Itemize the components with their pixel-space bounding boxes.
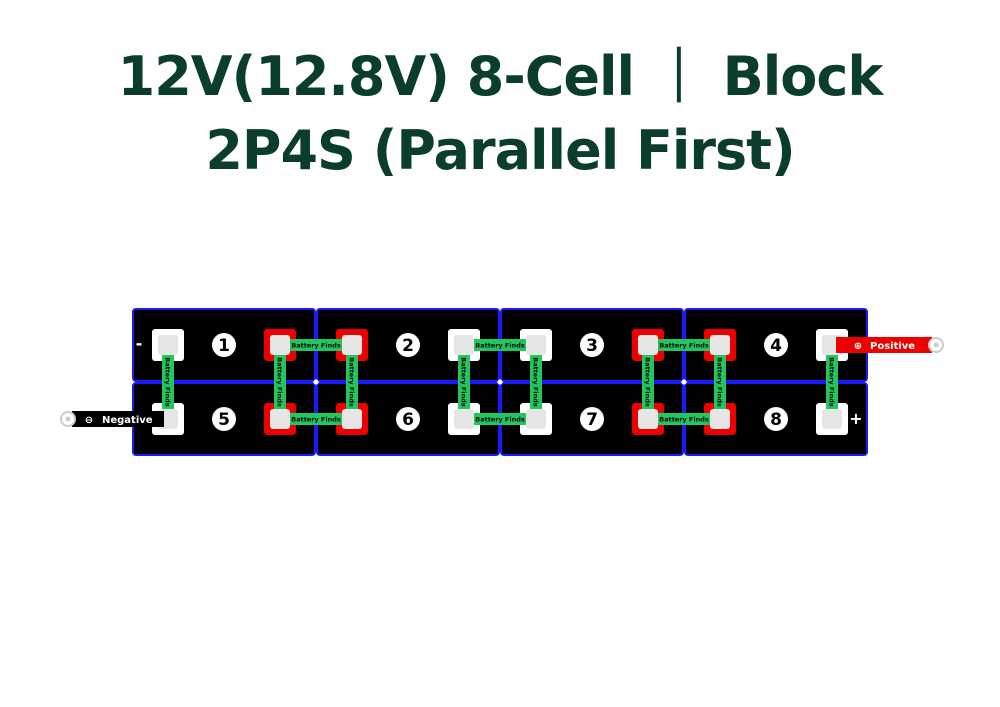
busbar: Battery Finds (658, 339, 710, 351)
cell-number-badge (764, 333, 788, 357)
busbar-strip (642, 355, 654, 409)
battery-cell-8: 8 (684, 382, 868, 456)
cell-number: 4 (770, 336, 782, 356)
busbar-strip (530, 355, 542, 409)
positive-label: Positive (870, 341, 915, 352)
battery-cell-6: 6 (316, 382, 500, 456)
battery-cell-2: 2 (316, 308, 500, 382)
minus-mark: - (136, 334, 143, 353)
terminal-stud (454, 409, 474, 429)
negative-label: Negative (102, 415, 153, 426)
busbar: Battery Finds (658, 413, 710, 425)
cell-number-badge (212, 333, 236, 357)
busbar: Battery Finds (714, 355, 726, 409)
cell-number-badge (212, 407, 236, 431)
lead-cable (836, 337, 932, 353)
cell-number: 1 (218, 336, 230, 356)
plus-mark: + (849, 409, 862, 428)
busbar-label: Battery Finds (716, 357, 724, 407)
joint-marker (681, 379, 687, 385)
cell-number: 3 (586, 336, 598, 356)
cell-number-badge (580, 333, 604, 357)
cell-number: 6 (402, 410, 414, 430)
cell-number-badge (580, 407, 604, 431)
negative-lead: ⊖ Negative (60, 411, 164, 427)
busbar: Battery Finds (474, 413, 526, 425)
busbar: Battery Finds (826, 355, 838, 409)
joint-marker (497, 379, 503, 385)
busbar-label: Battery Finds (348, 357, 356, 407)
battery-cell-1: 1 (132, 308, 316, 382)
busbar-strip (658, 339, 710, 351)
terminal-stud (710, 409, 730, 429)
terminal-stud (342, 335, 362, 355)
busbar-strip (658, 413, 710, 425)
busbar: Battery Finds (290, 413, 342, 425)
terminal-stud (638, 335, 658, 355)
cell-number: 2 (402, 336, 414, 356)
terminal-stud (158, 335, 178, 355)
busbar-strip (274, 355, 286, 409)
title-line-1: 12V(12.8V) 8-Cell ｜ Block (117, 45, 884, 108)
terminal-stud (270, 409, 290, 429)
busbar: Battery Finds (162, 355, 174, 409)
busbar-label: Battery Finds (475, 342, 525, 350)
busbar: Battery Finds (458, 355, 470, 409)
joint-marker (313, 379, 319, 385)
busbar-label: Battery Finds (828, 357, 836, 407)
busbar: Battery Finds (290, 339, 342, 351)
terminal-stud (822, 409, 842, 429)
busbar: Battery Finds (274, 355, 286, 409)
busbar-strip (826, 355, 838, 409)
busbar-label: Battery Finds (644, 357, 652, 407)
busbar: Battery Finds (642, 355, 654, 409)
terminal-stud (638, 409, 658, 429)
busbar-label: Battery Finds (164, 357, 172, 407)
busbar-label: Battery Finds (532, 357, 540, 407)
busbar-label: Battery Finds (475, 416, 525, 424)
lead-cable (72, 411, 164, 427)
terminal-stud (526, 335, 546, 355)
busbar: Battery Finds (530, 355, 542, 409)
positive-symbol: ⊕ (854, 341, 862, 352)
cell-number: 8 (770, 410, 782, 430)
busbar-label: Battery Finds (291, 342, 341, 350)
cell-number-badge (396, 407, 420, 431)
busbar-strip (474, 413, 526, 425)
positive-lead: ⊕ Positive (836, 337, 944, 353)
busbar-strip (458, 355, 470, 409)
terminal-stud (454, 335, 474, 355)
cell-number-badge (396, 333, 420, 357)
busbar-label: Battery Finds (460, 357, 468, 407)
busbar-label: Battery Finds (659, 342, 709, 350)
cell-number-badge (764, 407, 788, 431)
busbar-label: Battery Finds (659, 416, 709, 424)
title-line-2: 2P4S (Parallel First) (205, 119, 795, 182)
terminal-stud (342, 409, 362, 429)
busbar-strip (162, 355, 174, 409)
terminal-stud (710, 335, 730, 355)
busbar-strip (474, 339, 526, 351)
battery-cell-7: 7 (500, 382, 684, 456)
busbar-strip (290, 339, 342, 351)
busbar-strip (714, 355, 726, 409)
busbar: Battery Finds (474, 339, 526, 351)
ring-hole (65, 416, 71, 422)
terminal-stud (270, 335, 290, 355)
busbar: Battery Finds (346, 355, 358, 409)
busbar-strip (290, 413, 342, 425)
battery-cell-3: 3 (500, 308, 684, 382)
terminal-stud (526, 409, 546, 429)
busbar-label: Battery Finds (291, 416, 341, 424)
negative-symbol: ⊖ (85, 415, 93, 426)
busbar-label: Battery Finds (276, 357, 284, 407)
cell-number: 5 (218, 410, 230, 430)
busbar-strip (346, 355, 358, 409)
ring-hole (933, 342, 939, 348)
diagram-title: 12V(12.8V) 8-Cell ｜ Block 2P4S (Parallel… (0, 40, 1000, 188)
cell-number: 7 (586, 410, 598, 430)
